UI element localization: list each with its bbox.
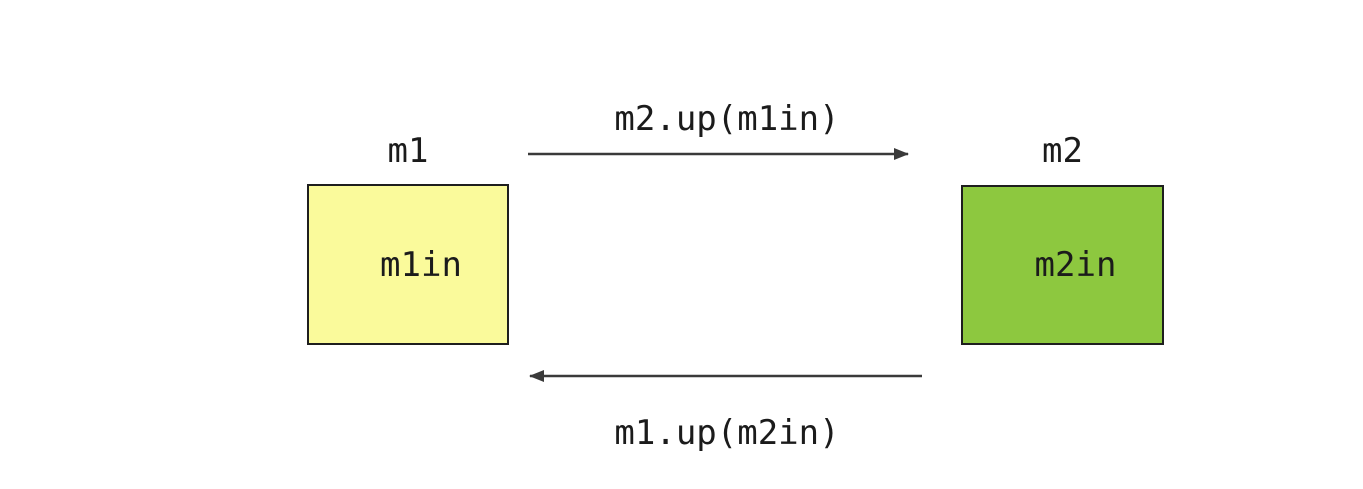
arrow-top-label: m2.up(m1in) — [614, 99, 840, 139]
node-m1-box: m1in — [307, 184, 509, 345]
arrow-bottom-label: m1.up(m2in) — [614, 413, 840, 453]
node-m2-box: m2in — [961, 185, 1164, 345]
node-m2-label: m2in — [1034, 245, 1117, 285]
node-m1-title: m1 — [387, 131, 429, 171]
node-m2-title: m2 — [1042, 131, 1083, 171]
node-m1-label: m1in — [380, 244, 462, 285]
